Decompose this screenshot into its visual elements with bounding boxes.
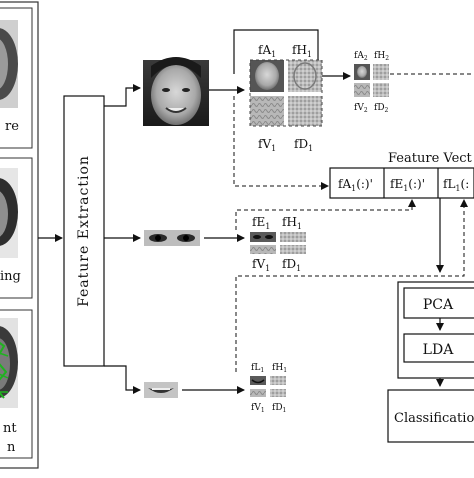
feature-extraction-label: Feature Extraction xyxy=(76,155,92,307)
left-panel-frame xyxy=(0,1,39,469)
classification-label: Classificatio xyxy=(394,411,474,426)
left-face-image-3 xyxy=(0,318,18,408)
feature-vector-cell-a: fA1(:)' xyxy=(338,177,373,193)
lips-label-h: fH1 xyxy=(272,363,287,374)
face-label-h: fH1 xyxy=(292,43,312,59)
face-decomposition xyxy=(249,59,323,127)
feature-vector-cell-l: fL1(: xyxy=(443,177,469,193)
face-label-d: fD1 xyxy=(294,137,313,153)
arrow-to-lips xyxy=(104,365,141,394)
lda-box xyxy=(403,333,474,363)
left-face-image-2 xyxy=(0,168,18,258)
pca-label: PCA xyxy=(423,297,454,313)
left-label-1: re xyxy=(5,119,19,134)
eyes-decomposition xyxy=(250,232,306,254)
dashed-eyes-to-vector xyxy=(235,199,416,230)
lips-label-d: fD1 xyxy=(272,403,286,414)
arrow-to-face xyxy=(104,84,141,107)
feature-vector-box xyxy=(329,167,474,199)
eyes-label-h: fH1 xyxy=(282,215,302,231)
face-diagonal-image xyxy=(288,96,322,126)
eyes-image xyxy=(144,230,200,246)
lda-label: LDA xyxy=(423,342,455,358)
face-l2-label-a: fA2 xyxy=(354,51,368,62)
eyes-label-d: fD1 xyxy=(282,257,301,273)
pca-box xyxy=(403,287,474,319)
face-label-a: fA1 xyxy=(258,43,276,59)
left-label-4: n xyxy=(7,440,16,455)
dashed-lips-to-vector xyxy=(235,199,468,372)
face-image xyxy=(143,57,209,126)
feature-vector-title: Feature Vect xyxy=(388,151,473,166)
left-panel: re ing nt n xyxy=(0,1,39,469)
lips-label-v: fV1 xyxy=(251,403,265,414)
face-vertical-image xyxy=(250,96,284,126)
feature-vector-cell-e: fE1(:)' xyxy=(390,177,425,193)
face-label-v: fV1 xyxy=(258,137,276,153)
face-decomposition-level2 xyxy=(354,64,389,97)
decomp-loop-line xyxy=(233,29,319,74)
lips-image xyxy=(144,382,178,398)
face-l2-label-h: fH2 xyxy=(374,51,389,62)
left-face-image-1 xyxy=(0,20,18,108)
face-horizontal-image xyxy=(288,60,322,92)
lips-decomposition xyxy=(250,376,286,397)
feature-extraction-box xyxy=(63,95,105,367)
eyes-label-e: fE1 xyxy=(252,215,270,231)
dashed-face-to-vector xyxy=(233,96,329,190)
lips-label-l: fL1 xyxy=(251,363,264,374)
face-l2-label-v: fV2 xyxy=(354,103,368,114)
left-label-2: ing xyxy=(0,269,21,284)
classification-box xyxy=(387,389,474,443)
face-l2-label-d: fD2 xyxy=(374,103,389,114)
eyes-label-v: fV1 xyxy=(252,257,270,273)
left-label-3: nt xyxy=(3,421,17,436)
